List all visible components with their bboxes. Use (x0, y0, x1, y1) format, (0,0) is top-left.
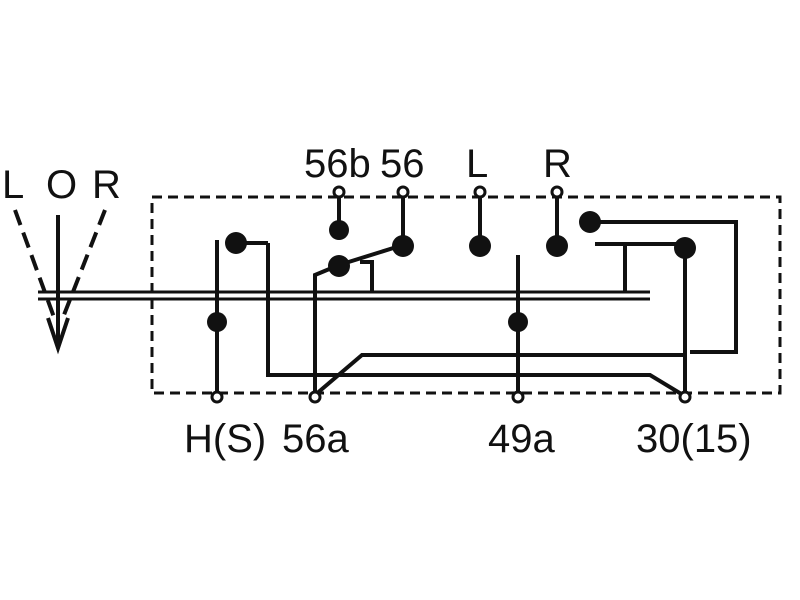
terminal-56a (308, 390, 322, 404)
circuit-l (469, 192, 491, 257)
position-label-off: O (46, 163, 77, 207)
terminal-label-r: R (543, 142, 572, 186)
terminal-label-56b: 56b (304, 142, 371, 186)
terminal-l (473, 185, 487, 199)
terminal-56 (396, 185, 410, 199)
terminal-label-l: L (466, 142, 488, 186)
circuit-30-15 (579, 211, 738, 395)
terminal-label-hs: H(S) (184, 417, 266, 461)
actuator-shaft (38, 290, 650, 301)
terminal-49a (511, 390, 525, 404)
terminal-label-49a: 49a (488, 417, 555, 461)
circuit-49a (508, 255, 528, 395)
terminal-hs (210, 390, 224, 404)
terminal-label-30-15: 30(15) (636, 417, 752, 461)
terminal-r (550, 185, 564, 199)
switch-housing (150, 195, 782, 395)
position-label-left: L (2, 163, 24, 207)
position-label-right: R (92, 163, 121, 207)
circuit-r (546, 192, 568, 257)
terminal-label-56a: 56a (282, 417, 349, 461)
terminal-label-56: 56 (380, 142, 425, 186)
circuit-hs (207, 232, 685, 397)
terminal-30-15 (678, 390, 692, 404)
terminal-56b (332, 185, 346, 199)
selector-lever (13, 209, 107, 355)
